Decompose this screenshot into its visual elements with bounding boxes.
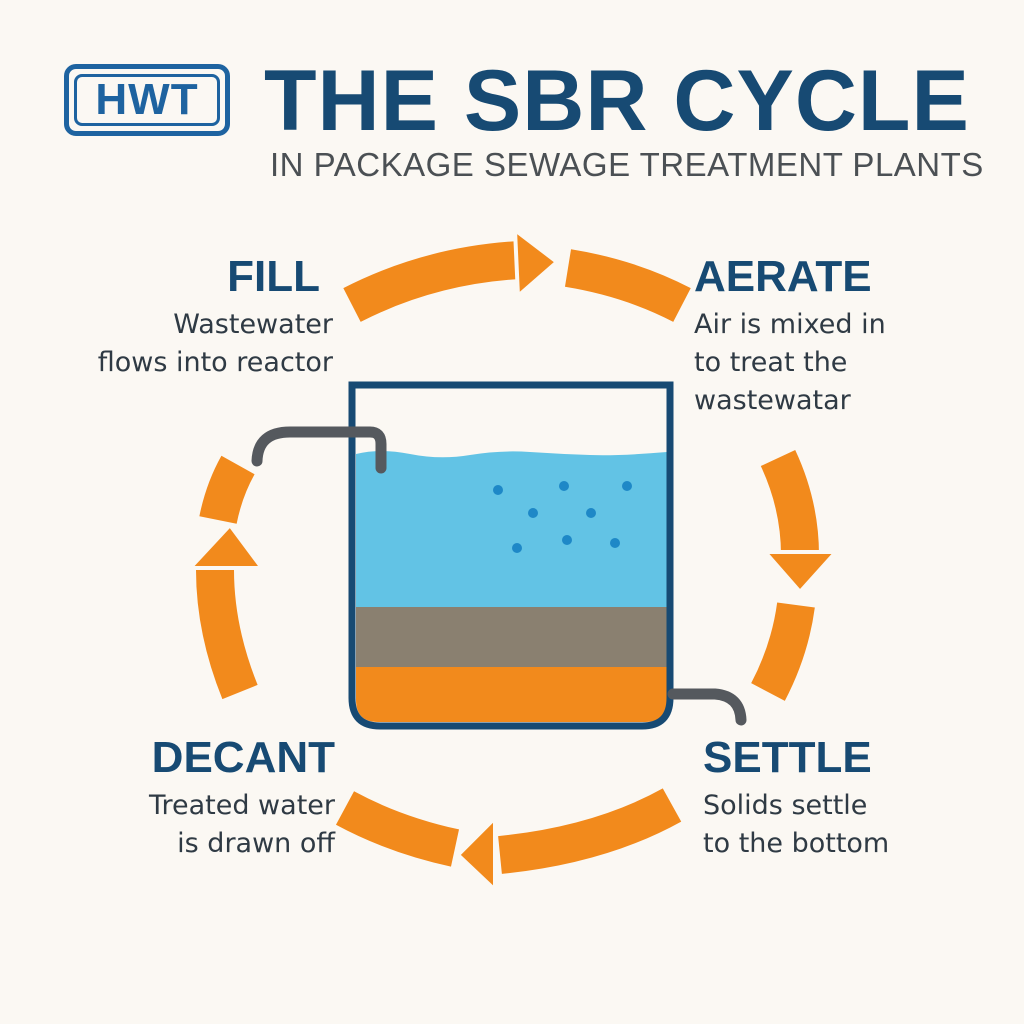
- arrow-fill-to-aerate: [343, 241, 522, 322]
- arrow-settle-to-decant: [498, 788, 682, 874]
- arrowhead-left-icon: [456, 816, 497, 892]
- step-title: DECANT: [151, 733, 335, 782]
- arrowhead-right-icon: [513, 228, 559, 298]
- step-line: is drawn off: [177, 828, 335, 859]
- step-line: Wastewater: [173, 309, 333, 340]
- page-title: THE SBR CYCLE: [264, 53, 970, 149]
- page-subtitle: IN PACKAGE SEWAGE TREATMENT PLANTS: [270, 146, 984, 183]
- step-title: FILL: [227, 252, 320, 301]
- step-line: flows into reactor: [97, 347, 333, 378]
- outlet-pipe: [667, 688, 747, 726]
- water-layer: [356, 451, 667, 607]
- arrowhead-up-icon: [188, 523, 264, 570]
- step-line: Treated water: [148, 790, 335, 821]
- step-title: SETTLE: [703, 733, 872, 782]
- step-decant: DECANT Treated water is drawn off: [149, 735, 335, 863]
- step-line: wastewatar: [694, 385, 851, 416]
- step-line: to the bottom: [703, 828, 890, 859]
- step-title: AERATE: [694, 252, 872, 301]
- reactor-tank: [348, 381, 674, 730]
- step-fill: FILL Wastewater flows into reactor: [98, 252, 333, 382]
- arrow-decant-to-fill-tail: [199, 455, 255, 525]
- step-settle: SETTLE Solids settle to the bottom: [703, 735, 889, 863]
- step-line: Air is mixed in: [694, 309, 886, 340]
- step-aerate: AERATE Air is mixed in to treat the wastew…: [694, 254, 886, 420]
- inlet-pipe: [251, 426, 387, 474]
- arrow-aerate-to-settle: [760, 449, 819, 556]
- arrow-settle-to-decant-tail: [335, 791, 460, 867]
- arrow-decant-to-fill: [196, 569, 258, 700]
- step-line: Solids settle: [703, 790, 868, 821]
- arrow-aerate-to-settle-tail: [751, 602, 815, 701]
- sludge-layer: [356, 607, 667, 667]
- hwt-logo: HWT: [64, 64, 230, 136]
- air-bubbles: [493, 481, 632, 553]
- arrow-fill-to-aerate-tail: [564, 249, 691, 322]
- step-line: to treat the: [694, 347, 848, 378]
- logo-text: HWT: [95, 75, 199, 124]
- treated-layer: [356, 667, 667, 722]
- arrowhead-down-icon: [763, 550, 838, 594]
